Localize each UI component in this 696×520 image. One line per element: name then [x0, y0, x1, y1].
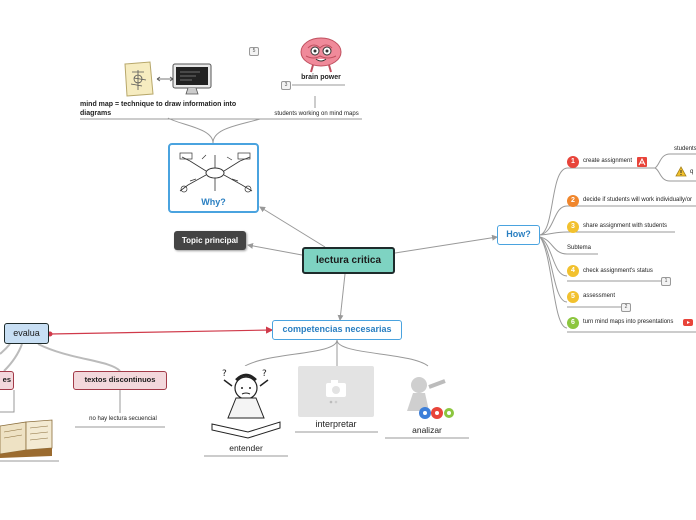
how-node[interactable]: How? — [497, 225, 540, 245]
computer-monitor-image — [172, 63, 212, 95]
sub-students-text[interactable]: students — [674, 146, 696, 152]
gears-figure-image — [389, 367, 465, 423]
link-central-topic — [247, 242, 303, 256]
why-node[interactable]: Why? — [168, 143, 259, 213]
count-badge[interactable]: 5 — [249, 47, 259, 56]
number-1-badge: 1 — [567, 156, 579, 168]
how-item-create-assignment[interactable]: create assignment — [583, 158, 633, 164]
students-mind-maps-text[interactable]: students working on mind maps — [274, 111, 359, 117]
mind-map-technique-text[interactable]: mind map = technique to draw information… — [80, 101, 237, 117]
count-badge[interactable]: 2 — [621, 303, 631, 312]
count-badge[interactable]: 3 — [281, 81, 291, 90]
number-4-badge: 4 — [567, 265, 579, 277]
double-arrow-icon — [156, 76, 174, 82]
paper-sketch-image — [124, 61, 154, 97]
warning-icon — [675, 166, 687, 177]
how-item-subtema[interactable]: Subtema — [567, 245, 592, 251]
open-book-image — [0, 416, 54, 459]
brain-character-image — [300, 37, 342, 73]
link-central-how — [394, 234, 498, 254]
mindmap-sketch-image — [179, 152, 253, 193]
how-item-assessment[interactable]: assessment — [583, 293, 616, 299]
no-lectura-secuencial-text[interactable]: no hay lectura secuencial — [89, 416, 157, 422]
how-item-decide[interactable]: decide if students will work individuall… — [583, 197, 693, 203]
textos-continuos-node[interactable]: es — [0, 371, 14, 390]
number-6-badge: 6 — [567, 317, 579, 329]
evalua-node[interactable]: evalua — [4, 323, 49, 344]
link-evalua-comp — [49, 326, 274, 335]
link-central-why — [259, 206, 326, 248]
number-5-badge: 5 — [567, 291, 579, 303]
svg-text:?: ? — [262, 369, 267, 379]
central-topic[interactable]: lectura critica — [302, 247, 395, 274]
how-item-check-status[interactable]: check assignment's status — [583, 268, 653, 274]
competencias-node[interactable]: competencias necesarias — [272, 320, 402, 340]
caption-interpretar[interactable]: interpretar — [315, 419, 357, 429]
sub-q-text[interactable]: q — [690, 169, 694, 175]
brain-power-text[interactable]: brain power — [301, 74, 341, 81]
topic-principal[interactable]: Topic principal — [174, 231, 246, 250]
svg-text:?: ? — [222, 369, 227, 379]
count-badge[interactable]: 1 — [661, 277, 671, 286]
pdf-icon — [637, 157, 647, 167]
caption-entender[interactable]: entender — [229, 443, 263, 453]
caption-analizar[interactable]: analizar — [412, 425, 442, 435]
how-item-share[interactable]: share assignment with students — [583, 223, 668, 229]
why-label: Why? — [201, 197, 226, 207]
textos-discontinuos-node[interactable]: textos discontinuos — [73, 371, 167, 390]
number-3-badge: 3 — [567, 221, 579, 233]
camera-icon — [326, 380, 346, 404]
how-item-presentations[interactable]: turn mind maps into presentations — [583, 319, 674, 325]
youtube-icon — [683, 319, 693, 326]
image-placeholder — [298, 366, 374, 417]
link-central-comp — [337, 273, 346, 321]
number-2-badge: 2 — [567, 195, 579, 207]
confused-student-image: ? ? — [208, 366, 284, 442]
